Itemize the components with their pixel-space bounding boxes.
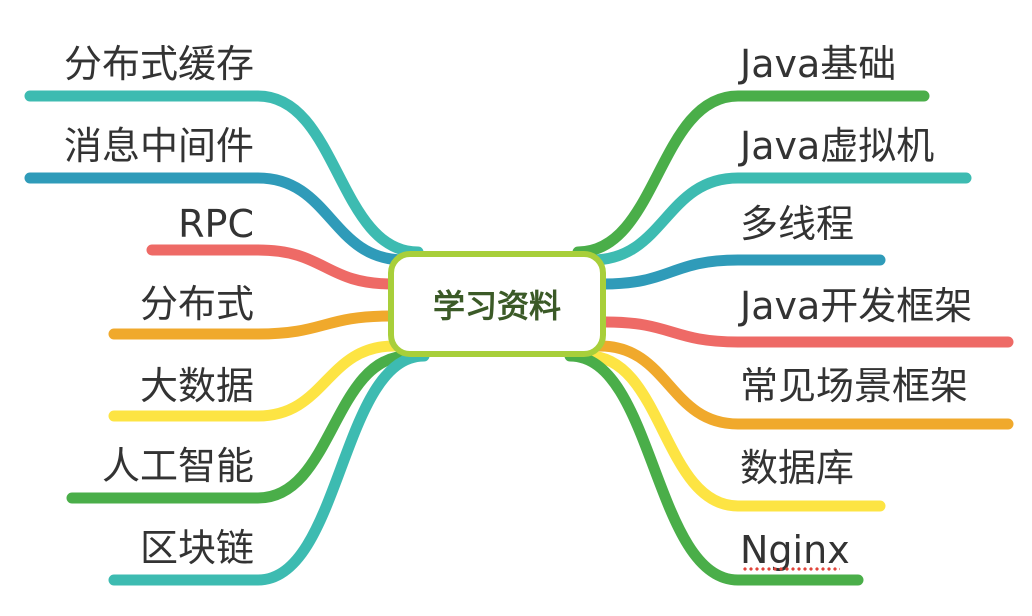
branch-label-right-4[interactable]: 常见场景框架 xyxy=(740,364,969,408)
branch-label-left-4[interactable]: 大数据 xyxy=(139,364,254,408)
branch-label-left-3[interactable]: 分布式 xyxy=(139,282,254,326)
branch-link-right-1 xyxy=(586,172,972,266)
branch-label-right-5[interactable]: 数据库 xyxy=(740,446,855,490)
branch-link-left-3 xyxy=(108,310,396,340)
branch-label-left-5[interactable]: 人工智能 xyxy=(101,444,254,488)
spellcheck-underline xyxy=(742,566,840,572)
branch-link-right-2 xyxy=(598,254,886,290)
branch-link-left-2 xyxy=(146,244,398,290)
branch-link-left-0 xyxy=(24,90,424,258)
branch-link-right-4 xyxy=(594,340,1014,430)
branch-label-left-0[interactable]: 分布式缓存 xyxy=(63,42,254,86)
branch-link-right-0 xyxy=(572,90,930,258)
branch-link-right-3 xyxy=(600,316,1014,348)
center-node[interactable]: 学习资料 xyxy=(388,251,606,357)
branch-link-left-4 xyxy=(108,340,400,422)
branch-label-right-3[interactable]: Java开发框架 xyxy=(740,284,973,328)
branch-link-left-6 xyxy=(108,350,430,586)
branch-link-left-1 xyxy=(24,172,410,266)
branch-label-right-0[interactable]: Java基础 xyxy=(740,42,897,86)
branch-link-left-5 xyxy=(66,350,414,504)
branch-label-right-2[interactable]: 多线程 xyxy=(740,202,855,246)
branch-link-right-6 xyxy=(564,350,864,586)
branch-label-right-1[interactable]: Java虚拟机 xyxy=(740,124,935,168)
branch-label-left-2[interactable]: RPC xyxy=(178,202,254,246)
branch-label-left-6[interactable]: 区块链 xyxy=(139,526,254,570)
branch-label-right-6[interactable]: Nginx xyxy=(740,528,850,572)
center-label: 学习资料 xyxy=(432,287,561,325)
branch-link-right-5 xyxy=(582,350,886,512)
branch-label-left-1[interactable]: 消息中间件 xyxy=(63,124,254,168)
